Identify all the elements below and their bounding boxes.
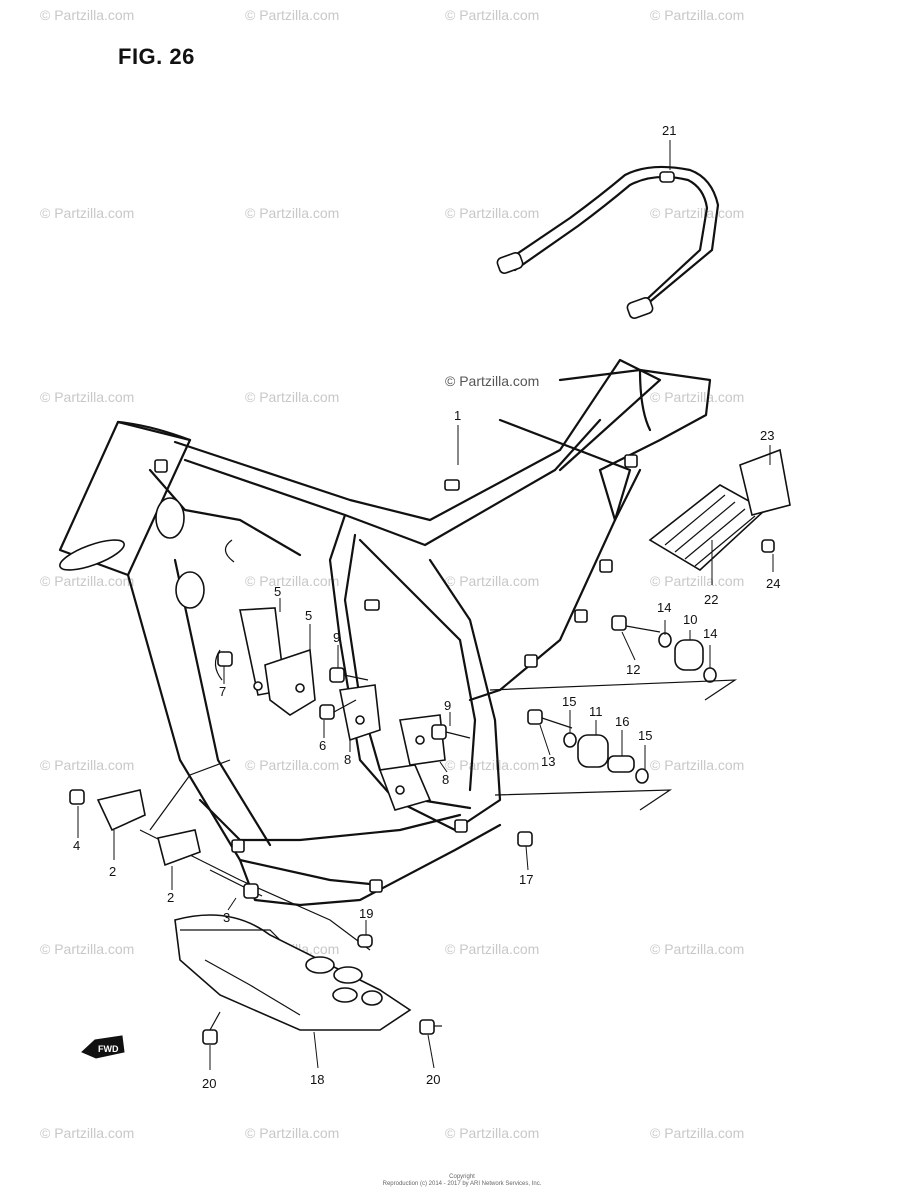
callout-15-left: 15 bbox=[562, 694, 576, 709]
callout-8-left: 8 bbox=[344, 752, 351, 767]
fwd-label: FWD bbox=[98, 1044, 119, 1054]
callout-2-left: 2 bbox=[109, 864, 116, 879]
svg-text:© Partzilla.com: © Partzilla.com bbox=[40, 205, 134, 221]
callout-labels: 21 1 23 22 24 14 10 14 12 15 11 16 15 13… bbox=[73, 123, 780, 1091]
grab-rail bbox=[496, 165, 720, 320]
callout-24: 24 bbox=[766, 576, 780, 591]
watermark-layer: © Partzilla.com © Partzilla.com © Partzi… bbox=[40, 7, 744, 1141]
svg-text:© Partzilla.com: © Partzilla.com bbox=[650, 757, 744, 773]
callout-14-top: 14 bbox=[657, 600, 671, 615]
callout-18: 18 bbox=[310, 1072, 324, 1087]
copyright-line-2: Reproduction (c) 2014 - 2017 by ARI Netw… bbox=[382, 1181, 542, 1187]
svg-text:© Partzilla.com: © Partzilla.com bbox=[650, 205, 744, 221]
copyright-line-1: Copyright bbox=[449, 1174, 475, 1180]
copyright-notice: Copyright Reproduction (c) 2014 - 2017 b… bbox=[0, 1174, 924, 1188]
callout-14-right: 14 bbox=[703, 626, 717, 641]
callout-20-right: 20 bbox=[426, 1072, 440, 1087]
callout-8-right: 8 bbox=[442, 772, 449, 787]
svg-text:© Partzilla.com: © Partzilla.com bbox=[245, 757, 339, 773]
svg-text:© Partzilla.com: © Partzilla.com bbox=[245, 7, 339, 23]
callout-22: 22 bbox=[704, 592, 718, 607]
svg-text:© Partzilla.com: © Partzilla.com bbox=[245, 1125, 339, 1141]
svg-text:© Partzilla.com: © Partzilla.com bbox=[445, 573, 539, 589]
svg-text:© Partzilla.com: © Partzilla.com bbox=[445, 205, 539, 221]
callout-20-left: 20 bbox=[202, 1076, 216, 1091]
svg-text:© Partzilla.com: © Partzilla.com bbox=[40, 573, 134, 589]
figure-title: FIG. 26 bbox=[118, 44, 195, 69]
svg-text:© Partzilla.com: © Partzilla.com bbox=[245, 573, 339, 589]
svg-text:© Partzilla.com: © Partzilla.com bbox=[40, 1125, 134, 1141]
callout-23: 23 bbox=[760, 428, 774, 443]
callout-5-left: 5 bbox=[274, 584, 281, 599]
callout-9-upper: 9 bbox=[333, 630, 340, 645]
svg-text:© Partzilla.com: © Partzilla.com bbox=[650, 573, 744, 589]
callout-6: 6 bbox=[319, 738, 326, 753]
svg-text:© Partzilla.com: © Partzilla.com bbox=[445, 1125, 539, 1141]
svg-text:© Partzilla.com: © Partzilla.com bbox=[650, 1125, 744, 1141]
svg-text:© Partzilla.com: © Partzilla.com bbox=[445, 757, 539, 773]
rubber-mounts bbox=[489, 632, 738, 811]
callout-5-right: 5 bbox=[305, 608, 312, 623]
svg-text:© Partzilla.com: © Partzilla.com bbox=[40, 389, 134, 405]
svg-text:© Partzilla.com: © Partzilla.com bbox=[445, 941, 539, 957]
callout-19: 19 bbox=[359, 906, 373, 921]
fasteners bbox=[69, 539, 775, 1045]
callout-7: 7 bbox=[219, 684, 226, 699]
svg-text:© Partzilla.com: © Partzilla.com bbox=[40, 941, 134, 957]
callout-10: 10 bbox=[683, 612, 697, 627]
center-watermark: © Partzilla.com bbox=[445, 373, 539, 389]
svg-text:© Partzilla.com: © Partzilla.com bbox=[40, 7, 134, 23]
svg-text:© Partzilla.com: © Partzilla.com bbox=[245, 389, 339, 405]
engine-mount-plates bbox=[239, 607, 446, 811]
callout-2-right: 2 bbox=[167, 890, 174, 905]
callout-4: 4 bbox=[73, 838, 80, 853]
callout-12: 12 bbox=[626, 662, 640, 677]
brackets-2 bbox=[96, 789, 201, 867]
svg-text:© Partzilla.com: © Partzilla.com bbox=[40, 757, 134, 773]
motorcycle-frame bbox=[58, 358, 712, 951]
svg-text:© Partzilla.com: © Partzilla.com bbox=[445, 7, 539, 23]
callout-13: 13 bbox=[541, 754, 555, 769]
callout-21: 21 bbox=[662, 123, 676, 138]
callout-11: 11 bbox=[589, 704, 603, 719]
callout-1: 1 bbox=[454, 408, 461, 423]
forward-arrow-icon: FWD bbox=[81, 1035, 125, 1059]
leader-lines bbox=[77, 140, 774, 1070]
tail-light bbox=[648, 448, 791, 571]
svg-text:© Partzilla.com: © Partzilla.com bbox=[650, 941, 744, 957]
callout-3: 3 bbox=[223, 910, 230, 925]
skid-plate bbox=[174, 914, 412, 1031]
svg-text:© Partzilla.com: © Partzilla.com bbox=[650, 389, 744, 405]
callout-16: 16 bbox=[615, 714, 629, 729]
callout-17: 17 bbox=[519, 872, 533, 887]
svg-text:© Partzilla.com: © Partzilla.com bbox=[245, 205, 339, 221]
callout-9-lower: 9 bbox=[444, 698, 451, 713]
svg-text:© Partzilla.com: © Partzilla.com bbox=[650, 7, 744, 23]
callout-15-right: 15 bbox=[638, 728, 652, 743]
